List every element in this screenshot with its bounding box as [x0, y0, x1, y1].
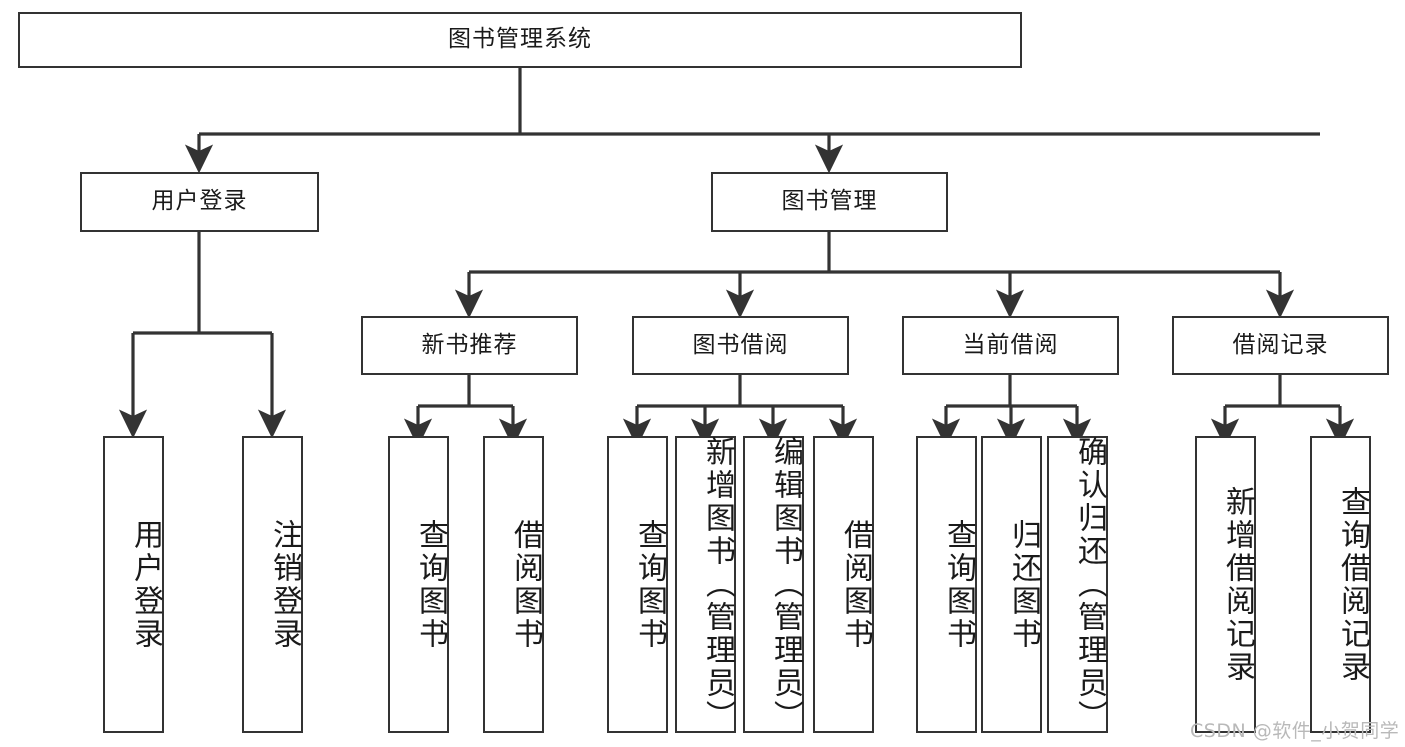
node-leaf-add-book-admin-label: 新增图书（管理员）	[700, 436, 735, 733]
node-leaf-query-book-current-label: 查询图书	[941, 518, 976, 651]
node-user-login[interactable]: 用户登录	[80, 172, 319, 232]
node-leaf-borrow-book[interactable]: 借阅图书	[813, 436, 874, 733]
node-leaf-user-logout[interactable]: 注销登录	[242, 436, 303, 733]
node-leaf-query-book-borrow-label: 查询图书	[632, 518, 667, 651]
node-leaf-add-borrow-record-label: 新增借阅记录	[1220, 485, 1255, 684]
node-leaf-query-borrow-record[interactable]: 查询借阅记录	[1310, 436, 1371, 733]
node-leaf-edit-book-admin[interactable]: 编辑图书（管理员）	[743, 436, 804, 733]
node-leaf-user-logout-label: 注销登录	[267, 518, 302, 651]
node-leaf-return-book-label: 归还图书	[1006, 518, 1041, 651]
node-borrow-record-label: 借阅记录	[1232, 331, 1329, 358]
node-leaf-borrow-book-rec-label: 借阅图书	[508, 518, 543, 651]
node-user-login-label: 用户登录	[151, 188, 248, 215]
node-leaf-query-book-rec-label: 查询图书	[413, 518, 448, 651]
node-leaf-user-login[interactable]: 用户登录	[103, 436, 164, 733]
node-book-borrow[interactable]: 图书借阅	[632, 316, 849, 375]
node-new-book-recommend[interactable]: 新书推荐	[361, 316, 578, 375]
node-leaf-borrow-book-label: 借阅图书	[838, 518, 873, 651]
node-root[interactable]: 图书管理系统	[18, 12, 1022, 68]
node-book-borrow-label: 图书借阅	[692, 331, 789, 358]
node-leaf-query-book-rec[interactable]: 查询图书	[388, 436, 449, 733]
node-leaf-confirm-return-admin[interactable]: 确认归还（管理员）	[1047, 436, 1108, 733]
node-root-label: 图书管理系统	[448, 26, 592, 53]
node-leaf-query-book-borrow[interactable]: 查询图书	[607, 436, 668, 733]
node-current-borrow-label: 当前借阅	[962, 331, 1059, 358]
node-leaf-query-borrow-record-label: 查询借阅记录	[1335, 485, 1370, 684]
node-leaf-add-borrow-record[interactable]: 新增借阅记录	[1195, 436, 1256, 733]
node-borrow-record[interactable]: 借阅记录	[1172, 316, 1389, 375]
node-leaf-return-book[interactable]: 归还图书	[981, 436, 1042, 733]
node-current-borrow[interactable]: 当前借阅	[902, 316, 1119, 375]
node-book-manage[interactable]: 图书管理	[711, 172, 948, 232]
node-new-book-recommend-label: 新书推荐	[421, 331, 518, 358]
node-leaf-query-book-current[interactable]: 查询图书	[916, 436, 977, 733]
node-leaf-edit-book-admin-label: 编辑图书（管理员）	[768, 436, 803, 733]
node-leaf-confirm-return-admin-label: 确认归还（管理员）	[1072, 436, 1107, 733]
node-leaf-add-book-admin[interactable]: 新增图书（管理员）	[675, 436, 736, 733]
node-leaf-borrow-book-rec[interactable]: 借阅图书	[483, 436, 544, 733]
node-leaf-user-login-label: 用户登录	[128, 518, 163, 651]
csdn-watermark: CSDN @软件_小贺同学	[1190, 720, 1400, 742]
node-book-manage-label: 图书管理	[781, 188, 878, 215]
